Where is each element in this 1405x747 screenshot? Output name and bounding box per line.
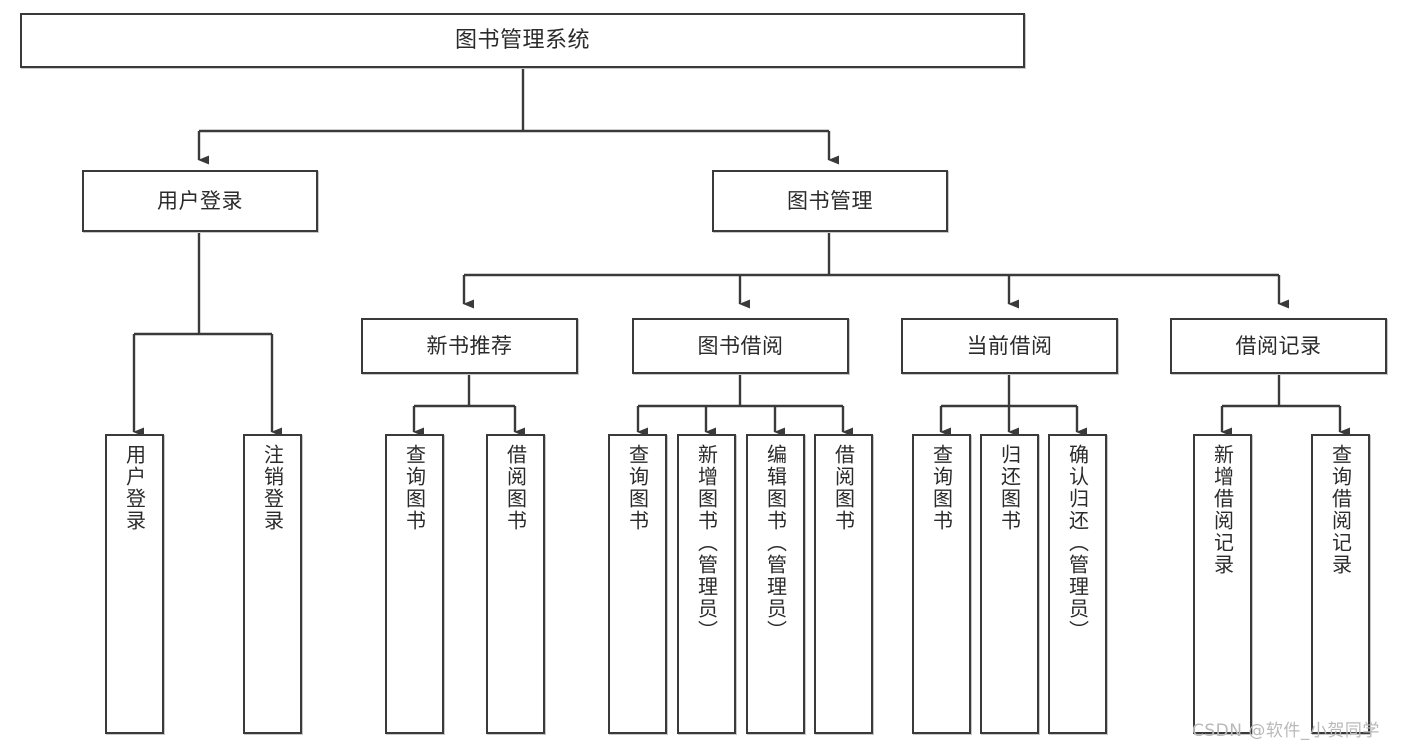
leaf-current-return-book[interactable]: 归还图书 xyxy=(980,434,1039,734)
leaf-current-query-book[interactable]: 查询图书 xyxy=(912,434,971,734)
node-label: 查询图书 xyxy=(625,444,650,532)
node-book-borrow[interactable]: 图书借阅 xyxy=(632,318,849,374)
leaf-user-login-login[interactable]: 用户登录 xyxy=(105,434,164,734)
node-label: 编辑图书（管理员） xyxy=(763,444,788,642)
node-label: 注销登录 xyxy=(260,444,285,532)
leaf-current-confirm-return-admin[interactable]: 确认归还（管理员） xyxy=(1048,434,1107,734)
node-borrow-record[interactable]: 借阅记录 xyxy=(1170,318,1387,374)
node-user-login[interactable]: 用户登录 xyxy=(82,170,318,232)
node-label: 用户登录 xyxy=(157,188,243,213)
node-new-book-recommend[interactable]: 新书推荐 xyxy=(361,318,578,374)
node-current-borrow[interactable]: 当前借阅 xyxy=(901,318,1118,374)
node-label: 归还图书 xyxy=(997,444,1022,532)
node-label: 用户登录 xyxy=(122,444,147,532)
node-label: 借阅图书 xyxy=(503,444,528,532)
node-label: 图书管理系统 xyxy=(454,27,590,53)
node-label: 新书推荐 xyxy=(426,333,513,358)
node-label: 新增借阅记录 xyxy=(1210,444,1235,576)
node-label: 当前借阅 xyxy=(966,333,1053,358)
node-label: 图书借阅 xyxy=(697,333,784,358)
node-label: 借阅图书 xyxy=(831,444,856,532)
node-book-management[interactable]: 图书管理 xyxy=(712,170,948,232)
watermark-text: CSDN @软件_小贺同学 xyxy=(1192,721,1380,741)
node-label: 确认归还（管理员） xyxy=(1065,444,1090,642)
node-label: 查询图书 xyxy=(402,444,427,532)
leaf-borrow-borrow-book[interactable]: 借阅图书 xyxy=(814,434,873,734)
node-label: 查询图书 xyxy=(929,444,954,532)
node-label: 查询借阅记录 xyxy=(1328,444,1353,576)
node-label: 借阅记录 xyxy=(1235,333,1322,358)
leaf-borrow-add-book-admin[interactable]: 新增图书（管理员） xyxy=(677,434,736,734)
leaf-recommend-query-book[interactable]: 查询图书 xyxy=(385,434,444,734)
node-label: 图书管理 xyxy=(787,188,873,213)
node-label: 新增图书（管理员） xyxy=(694,444,719,642)
leaf-borrow-edit-book-admin[interactable]: 编辑图书（管理员） xyxy=(746,434,805,734)
leaf-record-query-record[interactable]: 查询借阅记录 xyxy=(1311,434,1370,734)
leaf-recommend-borrow-book[interactable]: 借阅图书 xyxy=(486,434,545,734)
leaf-record-add-record[interactable]: 新增借阅记录 xyxy=(1193,434,1252,734)
leaf-borrow-query-book[interactable]: 查询图书 xyxy=(608,434,667,734)
leaf-user-login-logout[interactable]: 注销登录 xyxy=(243,434,302,734)
node-root-system[interactable]: 图书管理系统 xyxy=(20,13,1025,68)
